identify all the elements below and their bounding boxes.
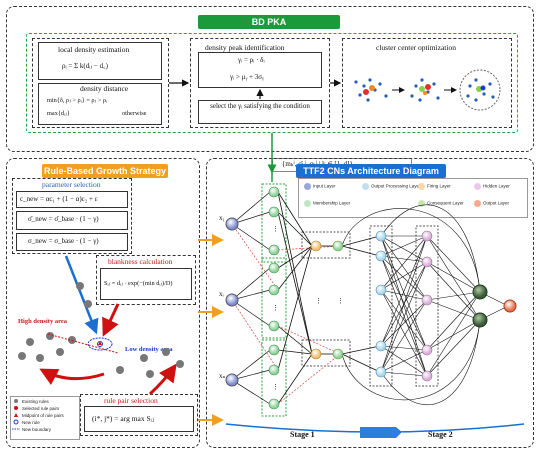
param-label: parameter selection (42, 180, 101, 189)
step3-container (342, 38, 512, 128)
stage1-label: Stage 1 (290, 430, 315, 439)
step1b-otherwise: otherwise (122, 110, 147, 117)
ttf2-legend-5: Consequent Layer (418, 200, 464, 207)
step2-formula-box (198, 52, 322, 88)
ttf2-legend (298, 178, 528, 218)
param-f1-box (16, 191, 128, 208)
step1-label: local density estimation (58, 45, 130, 54)
op-nodes (375, 230, 387, 378)
ttf2-panel (206, 158, 534, 448)
x1-label: x₁ (219, 214, 225, 222)
low-density-label: Low density area (125, 346, 173, 353)
param-container (12, 178, 132, 254)
pair-formula: (i*, j*) = arg max Sᵢⱼ (92, 414, 154, 423)
step2-formula-a: γᵢ = ρᵢ · δᵢ (238, 56, 265, 64)
step1b-label: density distance (80, 84, 129, 93)
cluster-scatter-3 (459, 69, 501, 111)
svg-text:⋮: ⋮ (272, 304, 279, 312)
svg-text:⋮: ⋮ (315, 297, 322, 305)
high-density-label: High density area (18, 318, 67, 325)
blank-container (96, 255, 196, 305)
step2-select-box (198, 100, 322, 124)
ttf2-legend-0: Input Layer (304, 183, 336, 190)
rule-legend-4: New boundary (22, 427, 52, 432)
param-f3-box (16, 233, 128, 251)
xn-label: xₙ (219, 372, 226, 380)
input-nodes (225, 217, 239, 387)
rule-panel (6, 158, 200, 448)
blank-label: blankness calculation (108, 257, 173, 266)
bdpka-panel (6, 6, 534, 152)
ttf2-legend-0-label: Input Layer (313, 183, 336, 189)
svg-text:⋮: ⋮ (337, 297, 344, 305)
bdpka-title: BD PKA (198, 15, 340, 29)
step1b-formula-a: min{δ, ρⱼ > ρᵢ} = ρⱼ > ρᵢ (47, 97, 108, 104)
hidden-nodes (421, 230, 433, 382)
param-f2: σ̄_new = σ̄_base · (1 − γ) (28, 215, 99, 223)
existing-rules (18, 282, 184, 378)
rule-legend-2: Midpoint of rule pairs (22, 413, 64, 418)
blank-formula: Sᵢⱼ = dᵢⱼ · exp(−(min dᵢⱼ)/D) (104, 280, 173, 287)
pair-label: rule pair selection (104, 396, 158, 405)
ttf2-legend-5-label: Consequent Layer (427, 200, 464, 206)
step1-container (32, 38, 169, 128)
ttf2-title: TTF2 CNs Architecture Diagram (296, 164, 446, 178)
ttf2-legend-3: Hidden Layer (474, 183, 510, 190)
cluster-scatter-2 (410, 78, 440, 102)
rule-legend-0: Existing rules (22, 399, 49, 404)
ttf2-legend-4-label: Membership Layer (313, 200, 351, 206)
ellipsis-dots: ⋮ ⋮ ⋮ ⋮ ⋮ (272, 225, 344, 391)
pair-formula-box (84, 406, 194, 432)
step1-density-box (38, 42, 162, 80)
cluster-scatter-1 (354, 78, 388, 102)
ttf2-legend-1-label: Output Processing Layer (371, 183, 421, 189)
param-f3: σ_new = σ_base · (1 − γ) (28, 237, 99, 245)
firing-nodes (310, 240, 322, 360)
pair-container (80, 394, 198, 436)
stage2-label: Stage 2 (428, 430, 453, 439)
blank-formula-box (100, 268, 192, 300)
bdpka-inner-border (26, 33, 518, 133)
rule-title: Rule-Based Growth Strategy (42, 164, 168, 178)
svg-text:⋮: ⋮ (272, 383, 279, 391)
rule-legend-1: Selected rule pairs (22, 406, 60, 411)
step2-label: density peak identification (205, 43, 285, 52)
ttf2-legend-1: Output Processing Layer (362, 183, 421, 190)
step2-container (190, 38, 330, 128)
consequent-nodes (332, 240, 344, 360)
step3-label: cluster center optimization (376, 43, 456, 52)
step1b-box (38, 83, 162, 125)
ttf2-legend-2: Firing Layer (418, 183, 451, 190)
rule-legend (10, 396, 80, 440)
ttf2-legend-3-label: Hidden Layer (483, 183, 510, 189)
step1-formula: ρᵢ = Σ k(dᵢⱼ − d꜀) (62, 62, 108, 70)
ttf2-legend-6-label: Output Layer (483, 200, 510, 206)
step2-select: select the γᵢ satisfying the condition (210, 102, 310, 110)
y-nodes (472, 284, 517, 328)
step1b-formula-b: max{dᵢⱼ} (47, 110, 70, 117)
step2-formula-b: γᵢ > μᵧ + 3σᵧ (230, 73, 264, 81)
membership-nodes (268, 186, 280, 410)
param-f1: c_new = αc₁ + (1 − α)c₂ + ε (20, 195, 98, 203)
svg-text:⋮: ⋮ (272, 225, 279, 233)
ttf2-legend-6: Output Layer (474, 200, 509, 207)
x2-label: xᵢ (219, 290, 224, 298)
ttf2-legend-4: Membership Layer (304, 200, 350, 207)
ttf2-legend-2-label: Firing Layer (427, 183, 451, 189)
rule-legend-3: New rule (22, 420, 40, 425)
param-f2-box (16, 211, 128, 230)
